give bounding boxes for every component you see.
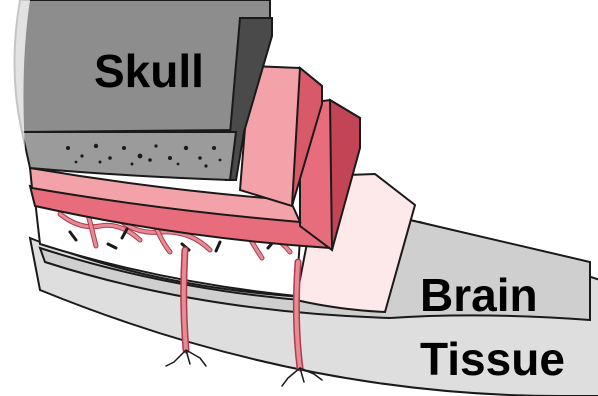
brain-tissue-label-line1: Brain xyxy=(420,272,538,318)
skull-label: Skull xyxy=(94,48,204,94)
brain-tissue-label-line2: Tissue xyxy=(420,336,565,382)
